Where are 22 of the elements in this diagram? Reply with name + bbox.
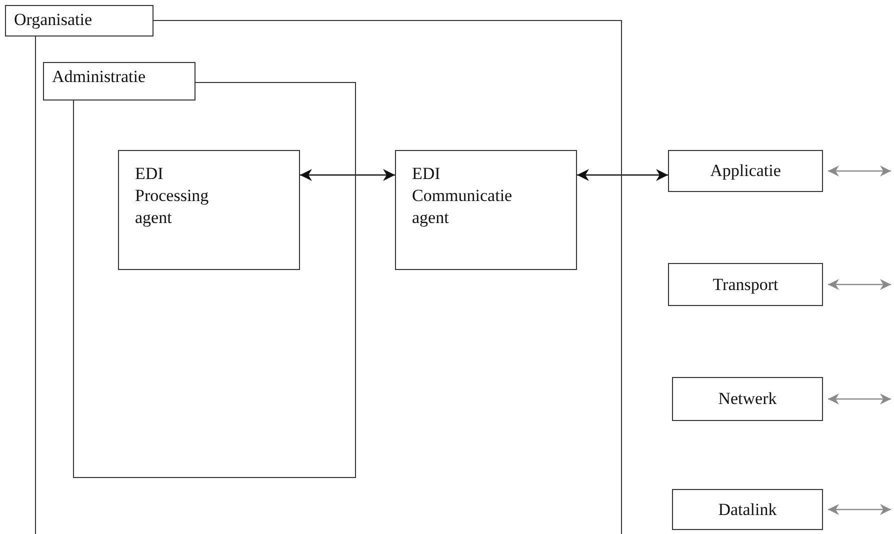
double-arrow — [828, 279, 891, 290]
double-arrow — [300, 169, 395, 181]
layer-box — [668, 150, 823, 192]
box-label: Netwerk — [718, 389, 777, 409]
layer-box — [668, 263, 823, 306]
double-arrow — [828, 394, 891, 404]
box-label: EDI Processing agent — [135, 163, 209, 230]
department-region — [43, 62, 356, 478]
box-label: Transport — [712, 274, 778, 294]
agent-box — [118, 150, 300, 270]
layer-box — [672, 377, 823, 421]
section-heading: Administratie — [51, 66, 146, 88]
organisation-region — [5, 5, 622, 534]
section-heading: Organisatie — [13, 9, 94, 31]
box-label: Applicatie — [710, 161, 781, 181]
double-arrow — [828, 166, 891, 176]
box-label: EDI Communicatie agent — [412, 163, 512, 230]
box-label: Datalink — [718, 500, 777, 520]
layer-box — [672, 489, 823, 530]
double-arrow — [577, 169, 668, 181]
agent-box — [395, 150, 577, 270]
double-arrow — [828, 504, 891, 515]
